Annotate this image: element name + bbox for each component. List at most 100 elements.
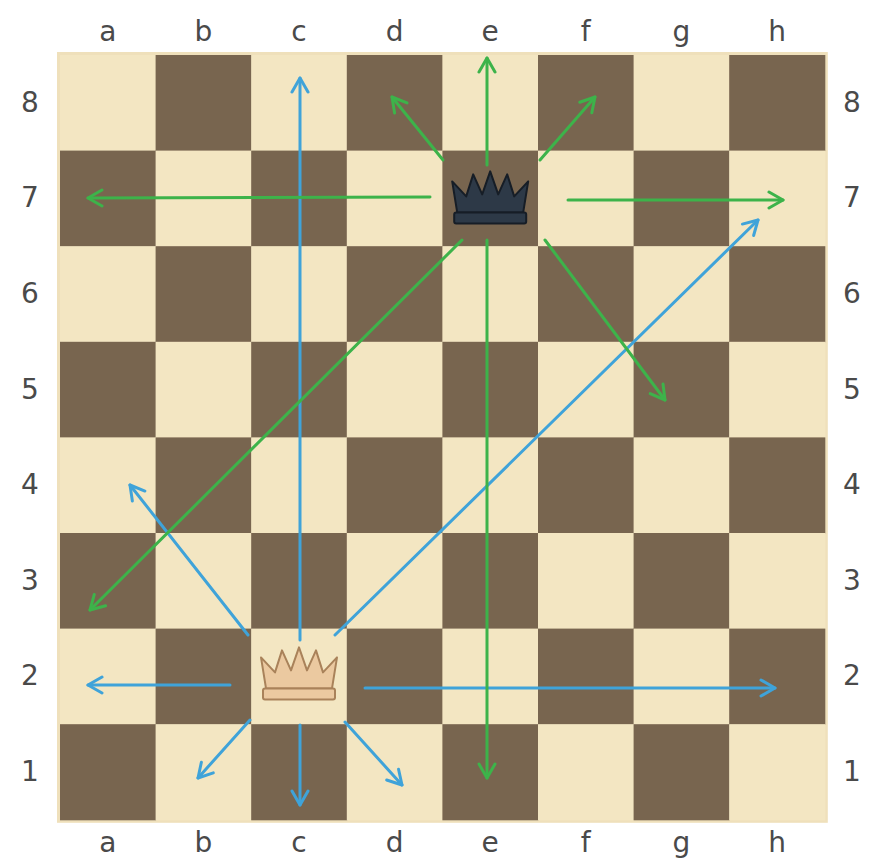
file-label: b xyxy=(181,823,225,863)
board-square xyxy=(634,629,730,725)
board-square xyxy=(538,724,634,820)
board-square xyxy=(156,342,252,438)
board-square xyxy=(60,533,156,629)
board-square xyxy=(729,437,825,533)
board-square xyxy=(347,342,443,438)
blue-move-arrow-group xyxy=(88,78,775,805)
rank-label: 8 xyxy=(8,83,52,123)
queen-crown xyxy=(452,171,528,212)
file-label: a xyxy=(86,12,130,52)
green-move-arrow-group xyxy=(88,58,783,778)
rank-label: 8 xyxy=(830,83,874,123)
board-square xyxy=(251,724,347,820)
file-label: f xyxy=(564,12,608,52)
rank-label: 6 xyxy=(8,274,52,314)
board-square xyxy=(60,724,156,820)
board-square xyxy=(156,629,252,725)
file-label: b xyxy=(181,12,225,52)
board-square xyxy=(442,437,538,533)
blue-move-arrow xyxy=(299,78,302,640)
blue-move-arrow xyxy=(365,687,775,690)
board-square xyxy=(538,629,634,725)
file-label: c xyxy=(277,823,321,863)
blue-move-arrow xyxy=(299,725,302,805)
green-move-arrow xyxy=(88,197,430,198)
board-square xyxy=(156,55,252,151)
board-square xyxy=(442,533,538,629)
rank-label: 3 xyxy=(8,561,52,601)
board-square xyxy=(729,724,825,820)
green-move-arrow xyxy=(486,240,489,778)
green-move-arrow xyxy=(568,199,783,202)
file-label: g xyxy=(659,823,703,863)
board-square xyxy=(156,437,252,533)
file-label: g xyxy=(659,12,703,52)
queen-base xyxy=(263,688,335,699)
rank-label: 4 xyxy=(8,465,52,505)
board-square xyxy=(729,629,825,725)
board-square xyxy=(60,437,156,533)
board-square xyxy=(347,246,443,342)
rank-label: 6 xyxy=(830,274,874,314)
board-frame xyxy=(57,52,828,823)
board-square xyxy=(634,533,730,629)
rank-label: 3 xyxy=(830,561,874,601)
board-square xyxy=(538,533,634,629)
blue-move-arrow xyxy=(130,485,248,635)
board-square xyxy=(347,55,443,151)
white-queen xyxy=(261,647,337,699)
file-label: h xyxy=(755,12,799,52)
board-square xyxy=(347,437,443,533)
board-square xyxy=(60,246,156,342)
rank-label: 5 xyxy=(8,370,52,410)
board-square xyxy=(634,342,730,438)
board-square xyxy=(347,629,443,725)
board-square xyxy=(442,55,538,151)
file-label: f xyxy=(564,823,608,863)
file-label: a xyxy=(86,823,130,863)
board-square xyxy=(60,342,156,438)
file-label: e xyxy=(468,823,512,863)
board-square xyxy=(634,55,730,151)
rank-label: 7 xyxy=(830,178,874,218)
blue-move-arrow xyxy=(335,220,758,635)
blue-move-arrow xyxy=(88,684,230,687)
board-square xyxy=(729,246,825,342)
black-queen xyxy=(452,171,528,223)
board-square xyxy=(729,533,825,629)
file-label: e xyxy=(468,12,512,52)
rank-label: 4 xyxy=(830,465,874,505)
board-square xyxy=(156,246,252,342)
rank-label: 2 xyxy=(830,656,874,696)
rank-label: 7 xyxy=(8,178,52,218)
green-move-arrow xyxy=(545,240,665,400)
file-label: c xyxy=(277,12,321,52)
board-square xyxy=(729,55,825,151)
board-square xyxy=(251,629,347,725)
board-square xyxy=(347,533,443,629)
board-square xyxy=(156,533,252,629)
file-label: h xyxy=(755,823,799,863)
green-move-arrow xyxy=(90,240,462,610)
board-square xyxy=(442,342,538,438)
board-square xyxy=(729,342,825,438)
board-square xyxy=(634,724,730,820)
board-square xyxy=(442,629,538,725)
file-label: d xyxy=(373,823,417,863)
board-square xyxy=(60,55,156,151)
board-square xyxy=(442,151,538,247)
board-square xyxy=(442,246,538,342)
queen-base xyxy=(454,212,526,223)
green-move-arrow xyxy=(540,97,595,160)
board-square xyxy=(60,629,156,725)
rank-label: 1 xyxy=(830,752,874,792)
board-square xyxy=(634,437,730,533)
rank-label: 2 xyxy=(8,656,52,696)
green-move-arrow xyxy=(392,97,443,160)
board-square xyxy=(538,55,634,151)
blue-move-arrow xyxy=(198,720,250,778)
board-square xyxy=(538,437,634,533)
board-square xyxy=(442,724,538,820)
rank-label: 5 xyxy=(830,370,874,410)
